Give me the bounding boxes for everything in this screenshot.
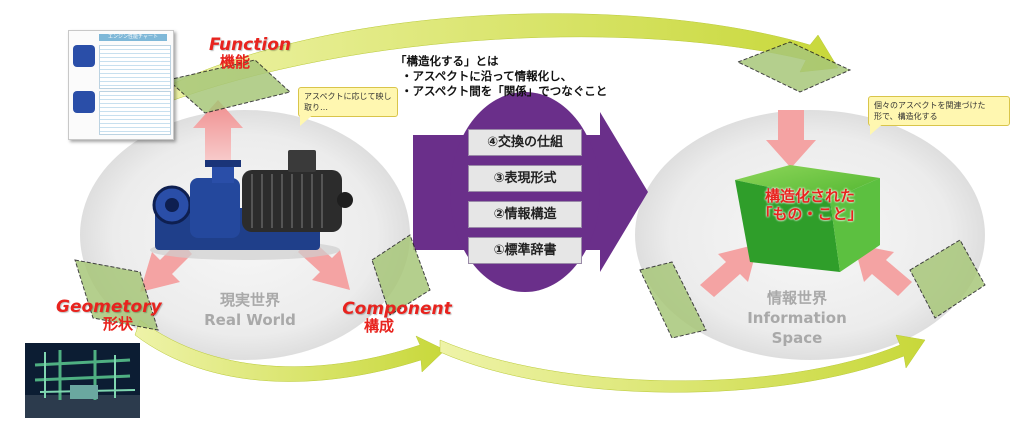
function-label-en: Function bbox=[208, 35, 291, 55]
component-plane bbox=[371, 234, 431, 316]
left-callout-tail bbox=[300, 112, 316, 126]
geometry-plane bbox=[74, 259, 159, 331]
bottom-right-swoosh bbox=[439, 334, 926, 393]
structured-line-2: 「もの・こと」 bbox=[757, 205, 863, 223]
info-world-en-1: Information bbox=[747, 309, 847, 327]
info-left-arrow bbox=[700, 244, 758, 297]
left-callout-line-2: 取り… bbox=[304, 103, 328, 112]
geometry-label-jp: 形状 bbox=[102, 315, 133, 333]
bottom-left-swoosh bbox=[134, 319, 446, 382]
layer-info-structure: ②情報構造 bbox=[468, 201, 582, 228]
info-top-arrow bbox=[766, 110, 816, 168]
document-table-1 bbox=[99, 45, 171, 89]
spec-document: エンジン性能チャート bbox=[68, 30, 174, 140]
document-title: エンジン性能チャート bbox=[99, 34, 167, 41]
component-label-en: Component bbox=[342, 299, 452, 319]
definition-title: 「構造化する」とは bbox=[395, 54, 499, 68]
definition-line-2: ・アスペクト間を「関係」でつなぐこと bbox=[401, 84, 608, 98]
real-world-en: Real World bbox=[204, 311, 296, 329]
layer-dictionary: ①標準辞書 bbox=[468, 237, 582, 264]
document-table-2 bbox=[99, 91, 171, 135]
layer-representation: ③表現形式 bbox=[468, 165, 582, 192]
geometry-label-en: Geometory bbox=[56, 297, 162, 317]
real-world-jp: 現実世界 bbox=[219, 291, 280, 309]
function-label: Function 機能 bbox=[208, 36, 292, 71]
info-world-en-2: Space bbox=[771, 329, 823, 347]
info-world-label: 情報世界 Information Space bbox=[742, 288, 852, 348]
component-label: Component 構成 bbox=[342, 300, 452, 335]
plant-model-image bbox=[25, 343, 140, 418]
info-plane-right bbox=[909, 239, 986, 319]
info-world-jp: 情報世界 bbox=[766, 289, 827, 307]
function-plane bbox=[166, 59, 292, 114]
right-callout: 個々のアスペクトを関連づけた 形で、構造化する bbox=[868, 96, 1010, 126]
function-arrow bbox=[193, 100, 243, 160]
real-world-label: 現実世界 Real World bbox=[200, 290, 300, 330]
geometry-label: Geometory 形状 bbox=[56, 297, 162, 333]
left-callout-line-1: アスペクトに応じて映し bbox=[304, 92, 392, 101]
info-right-arrow bbox=[854, 244, 912, 296]
function-label-jp: 機能 bbox=[220, 53, 251, 71]
structured-line-1: 構造化された bbox=[764, 187, 855, 205]
info-plane-top bbox=[736, 41, 852, 93]
right-callout-tail bbox=[870, 121, 886, 135]
definition-block: 「構造化する」とは ・アスペクトに沿って情報化し、 ・アスペクト間を「関係」でつ… bbox=[395, 54, 645, 99]
structured-cube bbox=[735, 165, 880, 272]
document-pump-thumb-2 bbox=[73, 91, 95, 113]
definition-line-1: ・アスペクトに沿って情報化し、 bbox=[401, 69, 573, 83]
document-pump-thumb-1 bbox=[73, 45, 95, 67]
layer-exchange: ④交換の仕組 bbox=[468, 129, 582, 156]
pump-image bbox=[150, 150, 353, 260]
structured-label: 構造化された 「もの・こと」 bbox=[750, 187, 870, 223]
right-callout-line-2: 形で、構造化する bbox=[874, 112, 938, 121]
info-plane-left bbox=[639, 261, 707, 339]
right-callout-line-1: 個々のアスペクトを関連づけた bbox=[874, 101, 986, 110]
component-label-jp: 構成 bbox=[364, 317, 395, 335]
